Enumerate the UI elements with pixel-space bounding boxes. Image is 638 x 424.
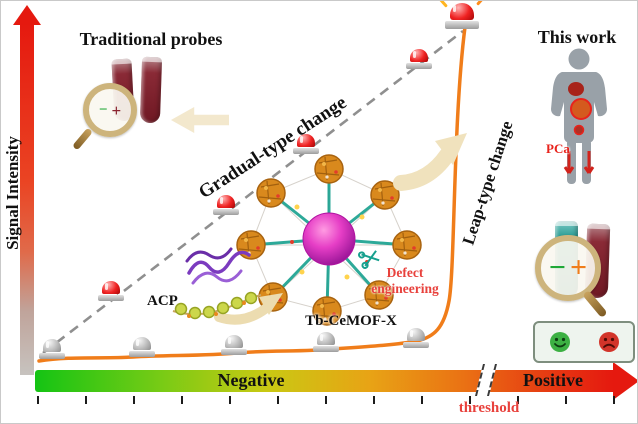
- this-work-title: This work: [537, 27, 617, 47]
- prostate-highlight: [573, 124, 585, 136]
- y-axis-arrow-shaft: [20, 23, 34, 375]
- defect-line2: engineering: [371, 280, 439, 296]
- positive-region-label: Positive: [523, 370, 583, 390]
- scissors-icon: [358, 250, 380, 269]
- red-siren-icon: [406, 49, 432, 69]
- curved-arrow-to-leap: [393, 133, 467, 191]
- gray-siren-icon: [129, 337, 155, 357]
- gray-siren-icon: [403, 328, 429, 348]
- x-axis-ticks: [37, 396, 615, 404]
- happy-face-icon: [549, 332, 570, 352]
- defect-engineering-label: Defect engineering: [347, 265, 463, 296]
- magnifier-icon: − +: [535, 235, 608, 319]
- positive-sign: +: [570, 251, 588, 284]
- test-tube-icon: [139, 56, 163, 124]
- magnifier-icon: − +: [72, 83, 137, 151]
- negative-region-label: Negative: [217, 370, 285, 390]
- alarm-siren-top-icon: [439, 1, 485, 29]
- y-axis-arrow-head: [13, 5, 41, 25]
- plus-result: +: [111, 100, 122, 120]
- gray-siren-icon: [313, 332, 339, 352]
- red-siren-icon: [213, 195, 239, 215]
- sad-face-icon: [598, 332, 619, 352]
- organ-intestine: [570, 98, 592, 120]
- gray-siren-icon: [221, 335, 247, 355]
- minus-result: −: [98, 101, 108, 118]
- gray-siren-icon: [39, 339, 65, 359]
- x-axis-arrow-head: [613, 362, 637, 400]
- threshold-label: threshold: [458, 400, 520, 416]
- mof-name-label: Tb-CeMOF-X: [305, 313, 397, 329]
- pca-label: PCa: [546, 141, 570, 156]
- organ-heart-liver: [568, 82, 584, 96]
- acp-label: ACP: [147, 293, 178, 309]
- red-siren-icon: [293, 134, 319, 154]
- defect-line1: Defect: [386, 265, 424, 280]
- acp-enzyme-strand-icon: [172, 291, 262, 320]
- x-axis-gradient-arrow: [35, 370, 613, 392]
- human-body-icon: [551, 48, 607, 184]
- traditional-probes-title: Traditional probes: [79, 29, 223, 49]
- mof-cluster-illustration: [236, 154, 422, 326]
- protein-squiggle-icon: [185, 247, 251, 285]
- red-siren-icon: [98, 281, 124, 301]
- down-arrow-icon: [583, 151, 595, 174]
- negative-sign: −: [548, 251, 566, 284]
- down-arrow-icon: [563, 151, 575, 174]
- curved-arrow-to-mof: [214, 293, 283, 325]
- result-faces-box: [533, 321, 635, 363]
